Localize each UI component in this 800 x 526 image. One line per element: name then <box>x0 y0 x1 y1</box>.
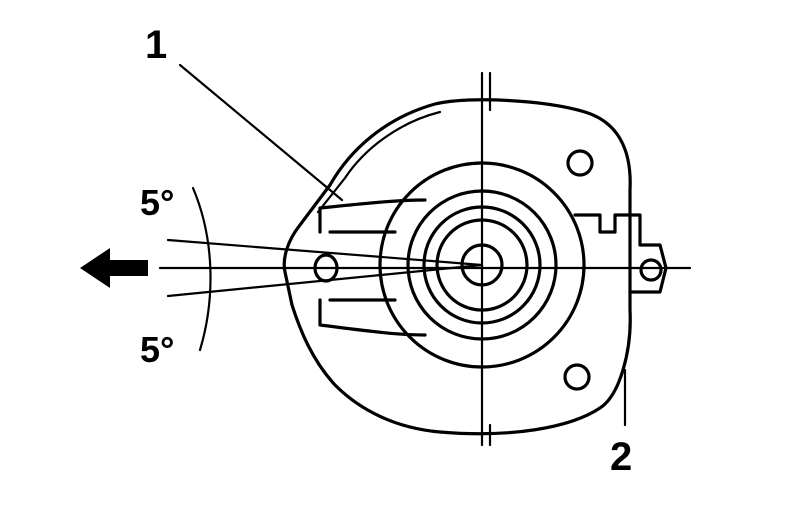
arrow-left-icon <box>80 248 148 288</box>
bracket-hole <box>639 258 663 282</box>
mount-bracket-tab <box>573 213 668 294</box>
upper-angle-line <box>166 238 484 267</box>
lower-slot <box>318 298 427 337</box>
lower-angle-label: 5° <box>140 329 174 370</box>
callout-1-label: 1 <box>145 23 167 67</box>
bolt-hole-lower <box>563 363 591 391</box>
lower-angle-line <box>166 263 484 298</box>
mount-plate-outline <box>282 98 632 436</box>
bolt-hole-upper <box>566 149 594 177</box>
upper-angle-label: 5° <box>140 182 174 223</box>
callout-1-leader <box>178 63 344 202</box>
upper-slot <box>318 198 427 234</box>
callout-2-label: 2 <box>610 435 632 479</box>
angle-arc <box>191 186 212 352</box>
mount-plate-inner-edge <box>316 110 442 214</box>
